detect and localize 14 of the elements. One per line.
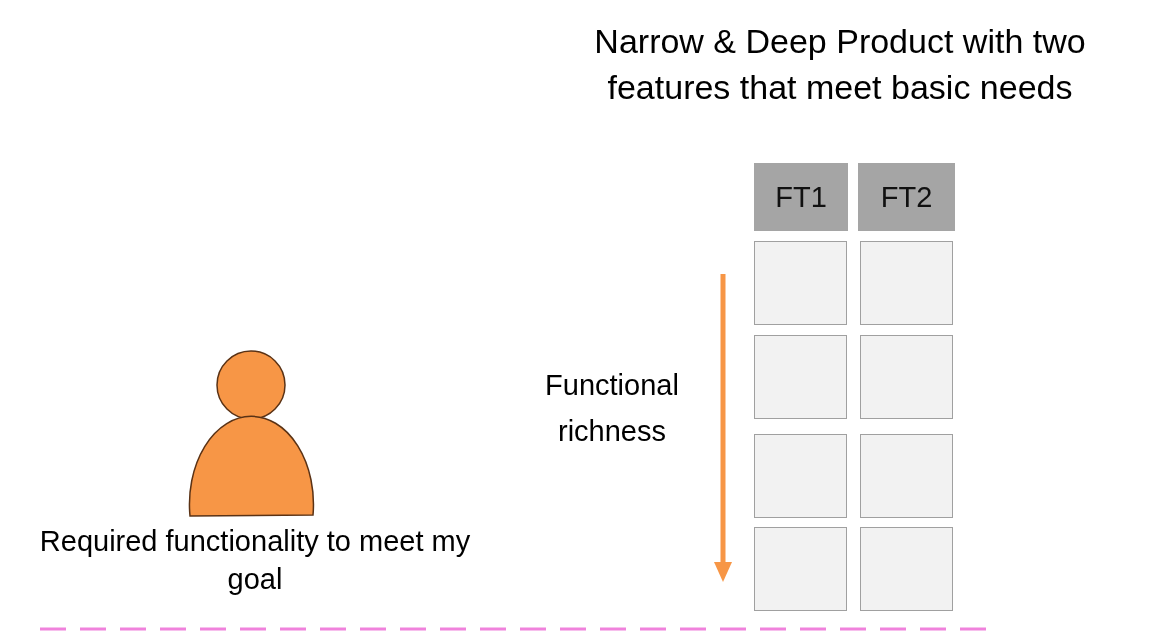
feature-cell [754, 527, 847, 611]
feature-cell [754, 241, 847, 325]
feature-cell [860, 527, 953, 611]
feature-cell [860, 241, 953, 325]
person-icon [187, 349, 315, 519]
feature-header: FT2 [858, 163, 955, 231]
person-caption: Required functionality to meet my goal [38, 524, 472, 597]
feature-cell [860, 434, 953, 518]
feature-cell [754, 335, 847, 419]
axis-label: Functional richness [544, 368, 680, 449]
title: Narrow & Deep Product with two features that meet basic needs [593, 21, 1087, 108]
feature-cell [860, 335, 953, 419]
feature-header: FT1 [754, 163, 848, 231]
feature-cell [754, 434, 847, 518]
